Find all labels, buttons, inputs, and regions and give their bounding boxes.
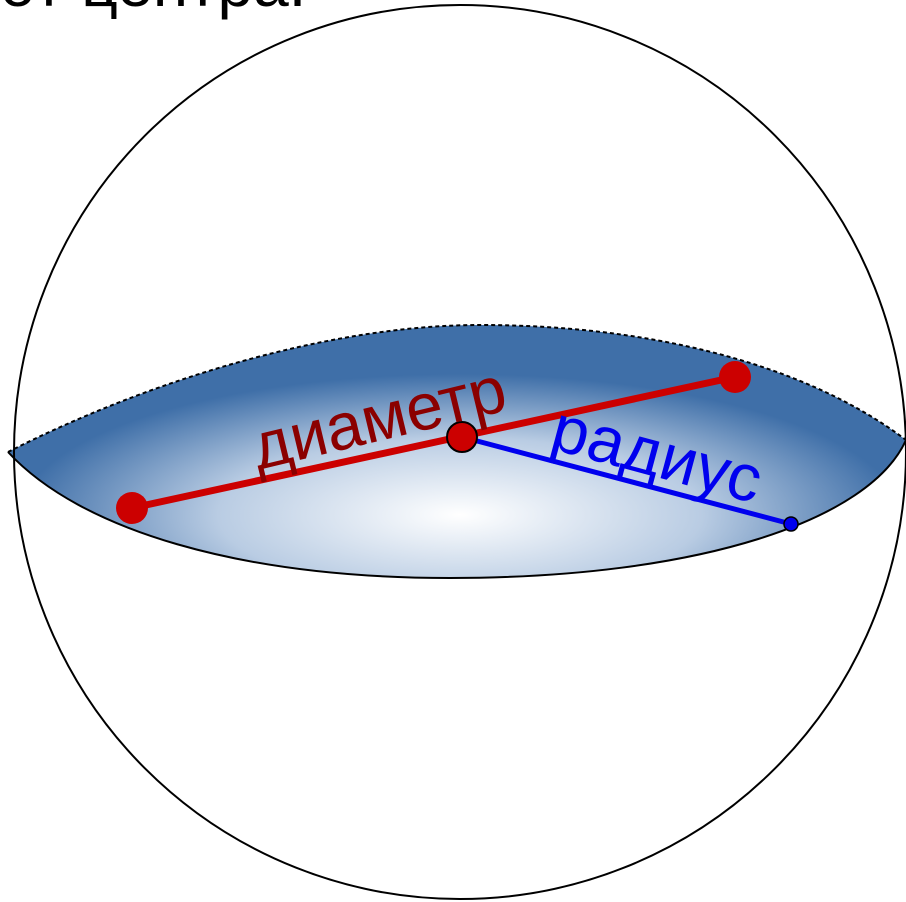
diameter-endpoint-left <box>116 492 148 524</box>
diameter-line <box>128 373 739 512</box>
disk-back-edge <box>7 323 906 453</box>
disk-front-edge <box>7 439 906 580</box>
radius-endpoint <box>783 516 799 532</box>
center-point <box>446 421 478 453</box>
diameter-endpoint-right <box>719 361 751 393</box>
radius-line <box>459 434 794 527</box>
sphere-outline <box>13 4 906 900</box>
caption-text: от центра. <box>0 0 306 16</box>
